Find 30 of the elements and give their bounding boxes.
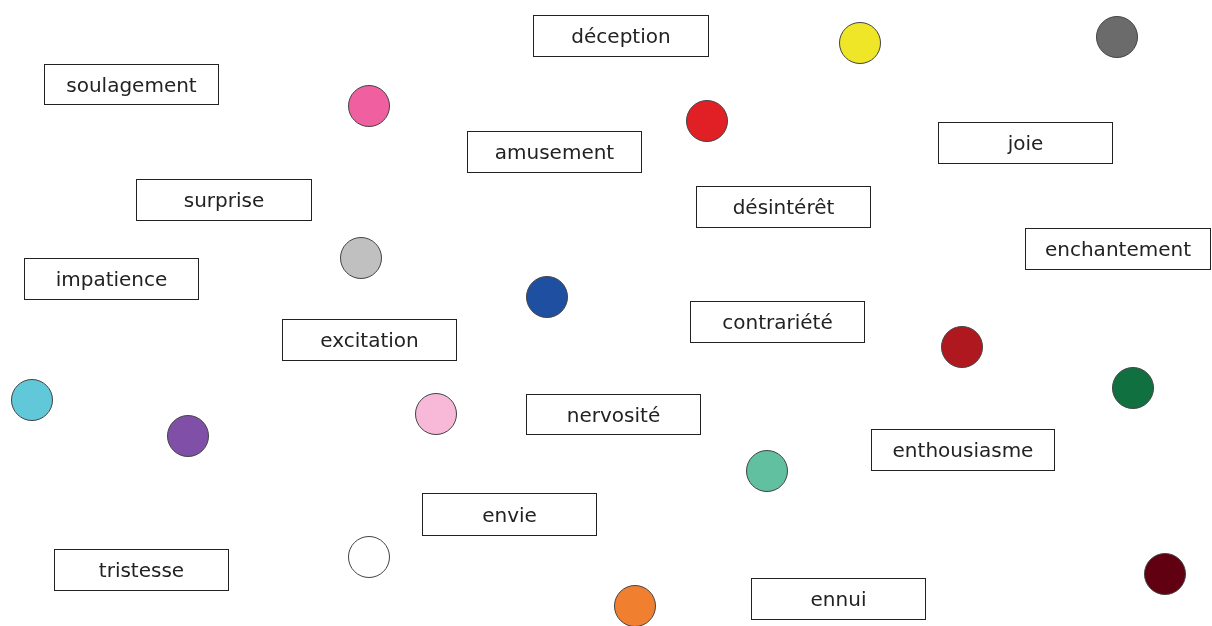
color-dot xyxy=(839,22,881,64)
word-box: enchantement xyxy=(1025,228,1211,270)
color-dot xyxy=(11,379,53,421)
word-box: soulagement xyxy=(44,64,219,105)
word-box: joie xyxy=(938,122,1113,164)
word-box: surprise xyxy=(136,179,312,221)
color-dot xyxy=(415,393,457,435)
color-dot xyxy=(941,326,983,368)
word-box: déception xyxy=(533,15,709,57)
color-dot xyxy=(1144,553,1186,595)
word-box: désintérêt xyxy=(696,186,871,228)
color-dot xyxy=(614,585,656,626)
color-dot xyxy=(526,276,568,318)
color-dot xyxy=(348,85,390,127)
word-box: amusement xyxy=(467,131,642,173)
color-dot xyxy=(1112,367,1154,409)
word-box: ennui xyxy=(751,578,926,620)
color-dot xyxy=(686,100,728,142)
color-dot xyxy=(348,536,390,578)
color-dot xyxy=(746,450,788,492)
color-dot xyxy=(167,415,209,457)
word-box: impatience xyxy=(24,258,199,300)
word-box: excitation xyxy=(282,319,457,361)
word-box: envie xyxy=(422,493,597,536)
word-box: tristesse xyxy=(54,549,229,591)
color-dot xyxy=(340,237,382,279)
color-dot xyxy=(1096,16,1138,58)
word-box: contrariété xyxy=(690,301,865,343)
word-box: nervosité xyxy=(526,394,701,435)
word-box: enthousiasme xyxy=(871,429,1055,471)
